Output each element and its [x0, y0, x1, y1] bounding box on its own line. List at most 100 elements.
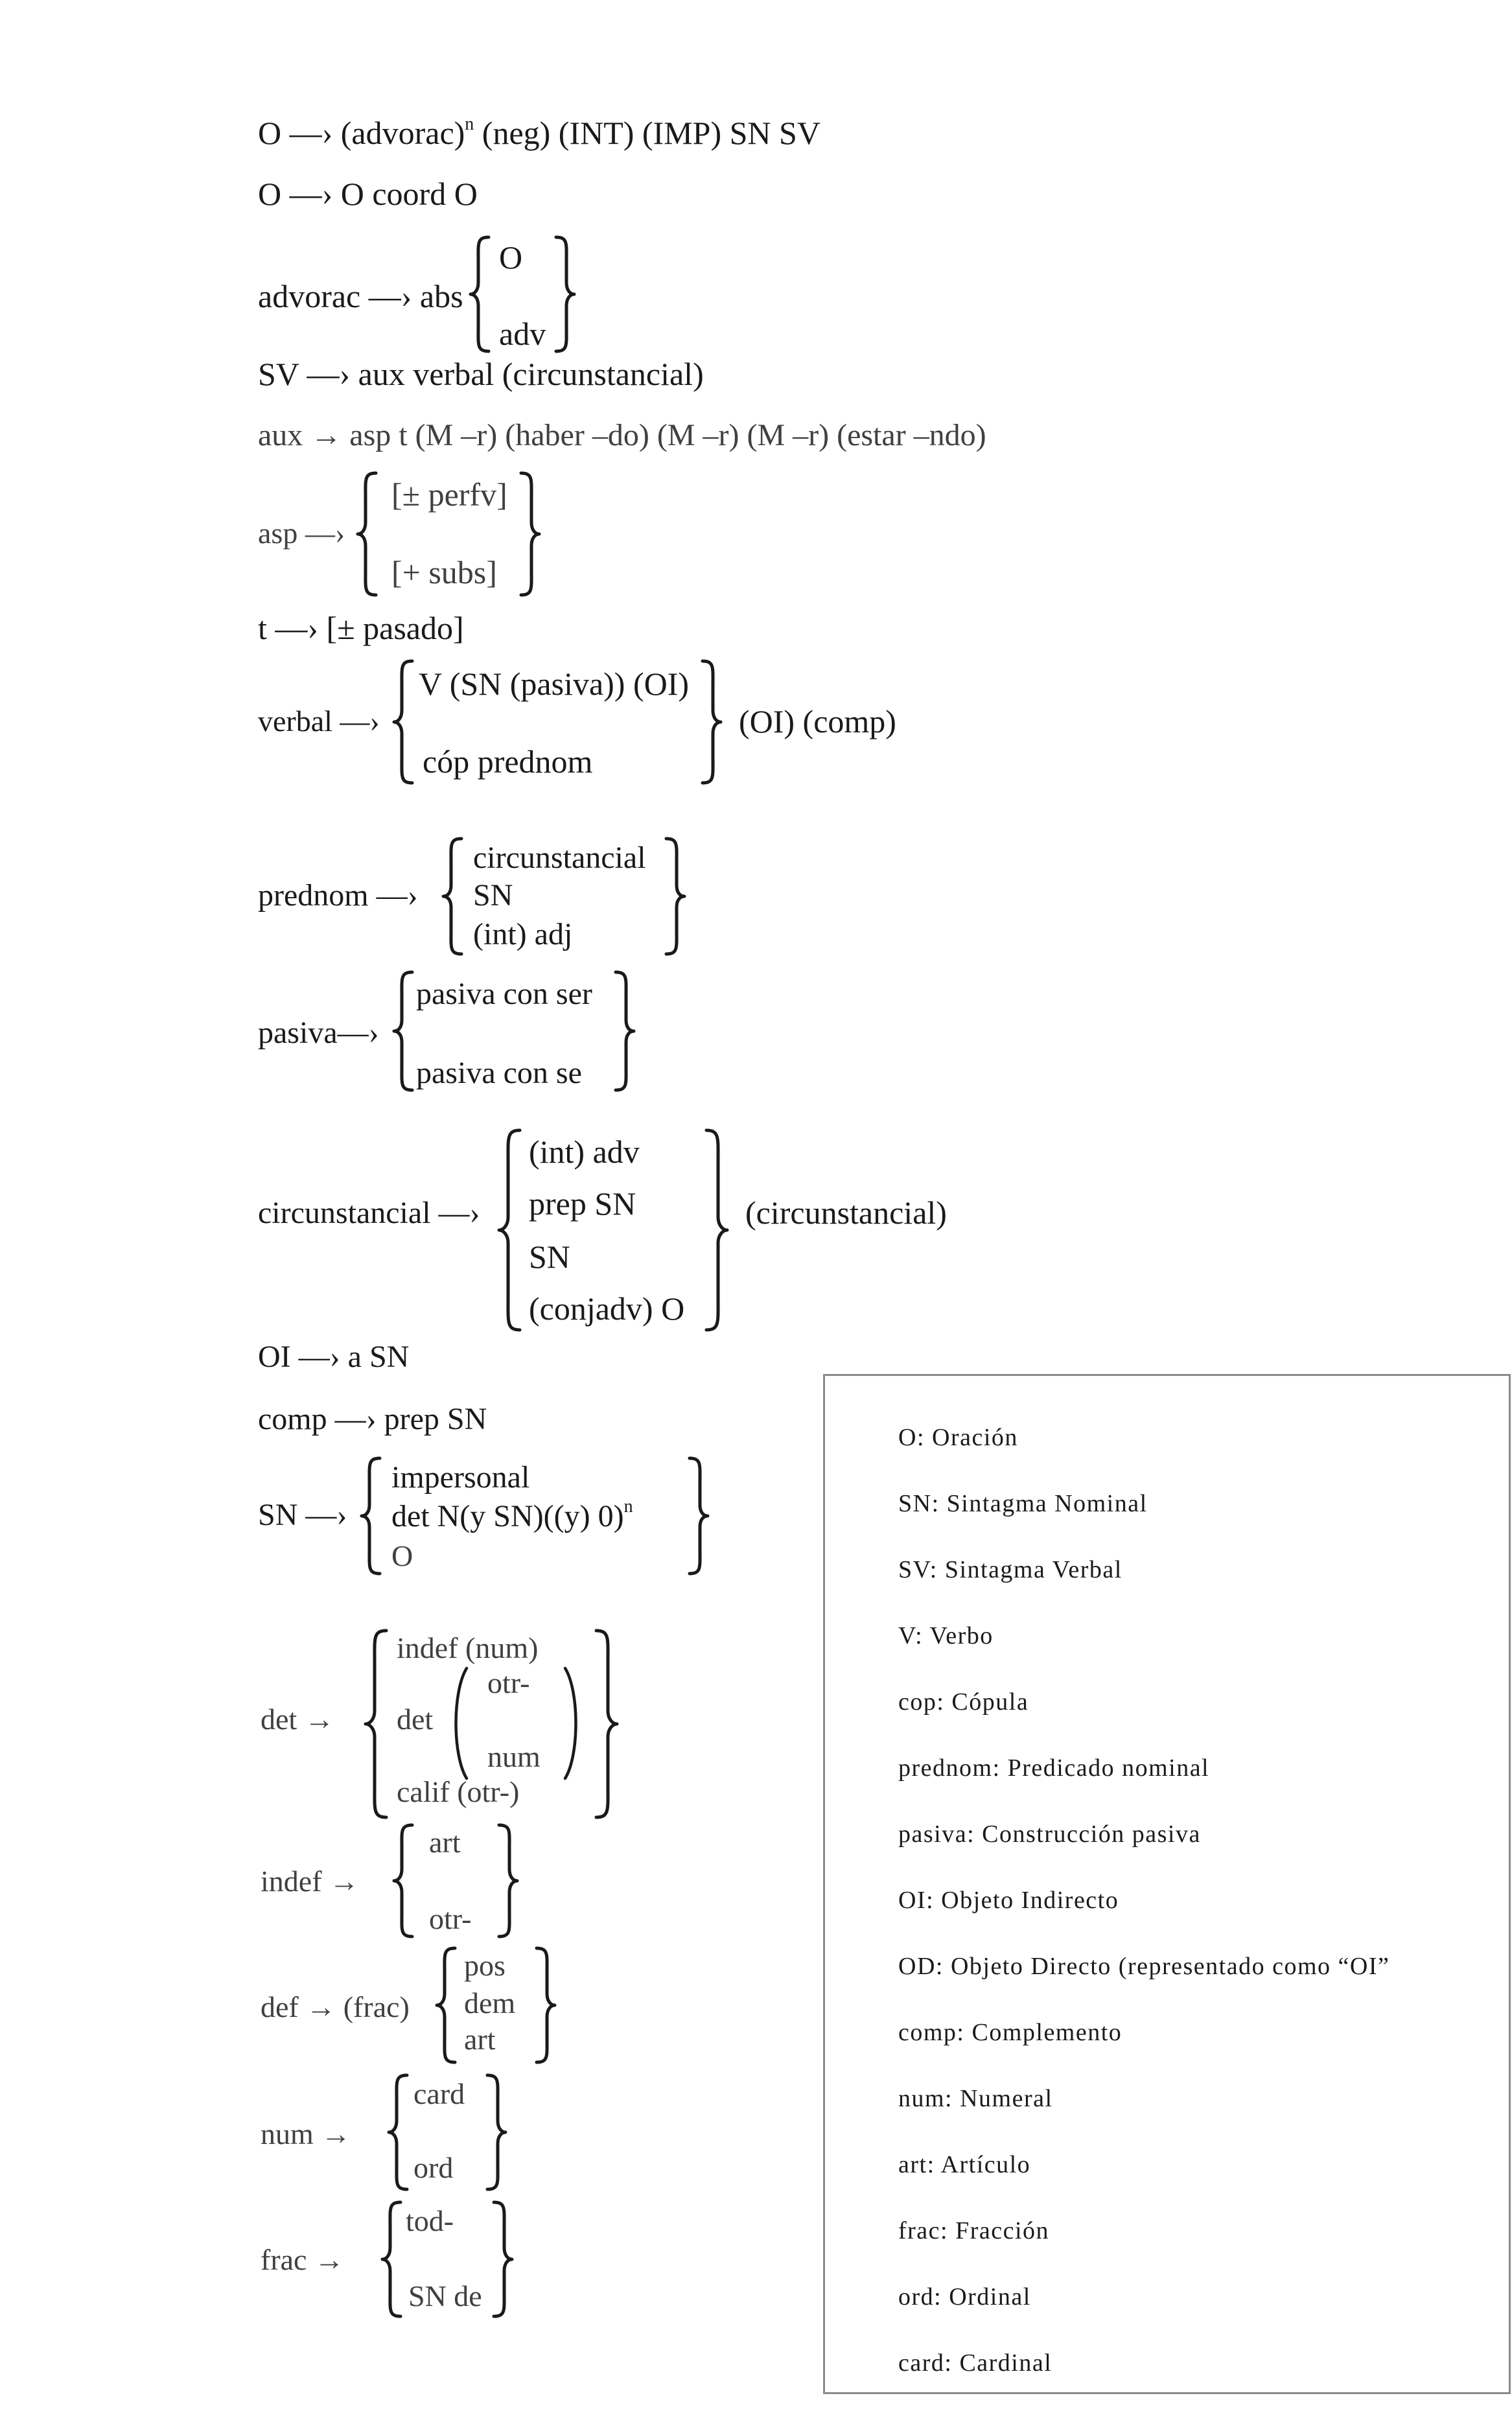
rule-def-lhs: def → (frac): [261, 1990, 410, 2023]
rule-advorac-lhs: advorac —› abs: [258, 278, 463, 314]
left-brace: [435, 1946, 457, 2064]
legend-item: prednom: Predicado nominal: [898, 1754, 1210, 1782]
option: (int) adv: [529, 1134, 640, 1170]
legend-item: card: Cardinal: [898, 2349, 1053, 2377]
rule-sintagma-verbal: SV —› aux verbal (circunstancial): [258, 356, 704, 392]
option: adv: [499, 316, 546, 352]
option: SN: [473, 878, 513, 913]
left-paren: [454, 1666, 469, 1780]
option: (int) adj: [473, 917, 573, 951]
right-brace: [485, 2073, 507, 2191]
right-brace: [688, 1456, 710, 1576]
rule-circunstancial-lhs: circunstancial —›: [258, 1196, 480, 1230]
rule-frac-lhs: frac →: [261, 2243, 344, 2276]
rule-tiempo: t —› [± pasado]: [258, 610, 464, 646]
rule-oracion: O —› (advorac)n (neg) (INT) (IMP) SN SV: [258, 114, 820, 151]
legend-item: ord: Ordinal: [898, 2283, 1031, 2311]
option: art: [464, 2023, 496, 2056]
option: (conjadv) O: [529, 1290, 685, 1327]
rule-prednom-lhs: prednom —›: [258, 878, 418, 913]
right-brace: [701, 659, 723, 785]
legend-item: cop: Cópula: [898, 1688, 1029, 1716]
rule-indef-lhs: indef →: [261, 1865, 360, 1898]
right-brace: [492, 2200, 514, 2318]
option: [+ subs]: [391, 554, 497, 590]
left-brace: [360, 1456, 382, 1576]
option: pasiva con ser: [416, 977, 592, 1011]
abbreviation-legend: O: Oración SN: Sintagma Nominal SV: Sint…: [823, 1374, 1511, 2394]
rule-coordinacion: O —› O coord O: [258, 176, 478, 212]
option: card: [413, 2077, 465, 2110]
legend-item: frac: Fracción: [898, 2217, 1050, 2244]
option: circunstancial: [473, 841, 646, 875]
right-brace: [554, 235, 576, 353]
legend-item: pasiva: Construcción pasiva: [898, 1821, 1201, 1848]
left-brace: [364, 1629, 388, 1819]
left-brace: [392, 1823, 414, 1938]
option: V (SN (pasiva)) (OI): [419, 666, 690, 702]
rule-rhs: (advorac): [340, 115, 465, 151]
option-text: det N(y SN)((y) 0): [391, 1499, 624, 1533]
right-paren: [563, 1666, 577, 1780]
superscript-n: n: [623, 1496, 633, 1517]
option: art: [429, 1826, 461, 1859]
rule-sn-lhs: SN —›: [258, 1498, 347, 1532]
option: prep SN: [529, 1185, 636, 1222]
legend-item: SN: Sintagma Nominal: [898, 1490, 1148, 1517]
right-brace: [497, 1823, 519, 1938]
left-brace: [441, 837, 463, 956]
rule-objeto-indirecto: OI —› a SN: [258, 1340, 410, 1374]
legend-item: comp: Complemento: [898, 2019, 1122, 2046]
option: O: [499, 239, 523, 275]
option: [± perfv]: [391, 476, 507, 513]
legend-item: SV: Sintagma Verbal: [898, 1556, 1122, 1583]
right-brace: [594, 1629, 619, 1819]
right-brace: [664, 837, 686, 956]
rule-rhs-rest: (neg) (INT) (IMP) SN SV: [474, 115, 820, 151]
option: SN de: [408, 2279, 482, 2312]
option: num: [487, 1740, 541, 1773]
right-brace: [535, 1946, 557, 2064]
rule-complemento: comp —› prep SN: [258, 1402, 487, 1436]
legend-item: OI: Objeto Indirecto: [898, 1887, 1119, 1914]
legend-item: num: Numeral: [898, 2085, 1053, 2112]
option: otr-: [487, 1666, 530, 1699]
rule-arrow: —›: [289, 115, 333, 151]
left-brace: [392, 970, 414, 1092]
rule-pasiva-lhs: pasiva—›: [258, 1016, 379, 1050]
option: det N(y SN)((y) 0)n: [391, 1498, 633, 1533]
legend-item: art: Artículo: [898, 2151, 1031, 2178]
option: tod-: [406, 2204, 454, 2237]
legend-item: O: Oración: [898, 1424, 1018, 1451]
superscript-n: n: [465, 114, 474, 134]
rule-det-lhs: det →: [261, 1703, 334, 1736]
left-brace: [387, 2073, 409, 2191]
option: otr-: [429, 1902, 472, 1935]
option: calif (otr-): [397, 1775, 520, 1808]
rule-aux: aux → asp t (M –r) (haber –do) (M –r) (M…: [258, 418, 986, 452]
legend-item: V: Verbo: [898, 1622, 994, 1649]
option: dem: [464, 1986, 516, 2020]
right-brace: [519, 471, 541, 597]
option: SN: [529, 1239, 570, 1275]
rule-verbal-after: (OI) (comp): [739, 703, 896, 739]
rule-asp-lhs: asp —›: [258, 517, 345, 550]
option: O: [391, 1539, 413, 1572]
left-brace: [392, 659, 414, 785]
rule-num-lhs: num →: [261, 2117, 351, 2150]
option: det: [397, 1703, 434, 1736]
legend-item: OD: Objeto Directo (representado como “O…: [898, 1953, 1390, 1980]
right-brace: [704, 1128, 729, 1332]
rule-lhs: O: [258, 115, 282, 151]
option: pos: [464, 1949, 506, 1982]
left-brace: [497, 1128, 522, 1332]
option: impersonal: [391, 1460, 530, 1495]
left-brace: [469, 235, 491, 353]
left-brace: [380, 2200, 402, 2318]
option: cóp prednom: [423, 743, 593, 780]
rule-circunstancial-after: (circunstancial): [745, 1194, 947, 1231]
option: pasiva con se: [416, 1056, 582, 1090]
left-brace: [356, 471, 378, 597]
rule-verbal-lhs: verbal —›: [258, 704, 380, 738]
option: indef (num): [397, 1631, 539, 1664]
